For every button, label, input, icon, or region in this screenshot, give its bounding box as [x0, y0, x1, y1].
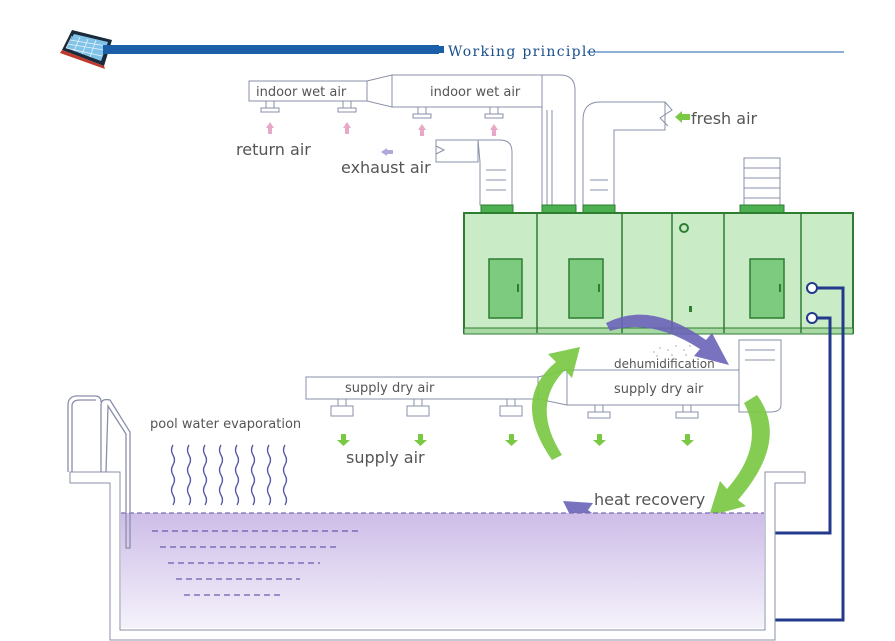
dehumidification-label: dehumidification [614, 357, 715, 371]
rooftop-fan [743, 157, 781, 207]
header: Working principle [60, 30, 844, 69]
return-air-duct [248, 74, 576, 206]
return-air-label: return air [236, 140, 311, 159]
water-ripples [152, 530, 360, 596]
exhaust-air-duct [435, 139, 513, 206]
indoor-wet-air-label-left: indoor wet air [256, 85, 347, 100]
supply-dry-air-label-left: supply dry air [345, 381, 435, 396]
supply-dry-air-label-right: supply dry air [614, 382, 704, 397]
supply-cycle-arrow-right [709, 395, 770, 516]
fresh-air-arrow-icon [675, 111, 690, 123]
sensor-icon [679, 223, 689, 233]
return-air-arrows [266, 122, 498, 136]
exhaust-arrow-icon [381, 148, 393, 156]
header-bar [103, 45, 439, 54]
heat-recovery-label: heat recovery [594, 490, 705, 509]
supply-cycle-arrow-left [531, 347, 580, 460]
unit-access-doors [488, 258, 785, 319]
exhaust-air-label: exhaust air [341, 158, 431, 177]
heat-recovery-pipes [765, 286, 845, 622]
dehumidification-droplets [653, 345, 691, 357]
indoor-wet-air-label-right: indoor wet air [430, 85, 521, 100]
supply-air-arrows [337, 434, 694, 446]
fresh-air-duct [582, 101, 673, 206]
pool-water-evaporation-label: pool water evaporation [150, 417, 301, 432]
header-title: Working principle [448, 44, 597, 60]
supply-air-label: supply air [346, 448, 425, 467]
supply-air-duct [305, 339, 782, 419]
swimming-pool [69, 471, 806, 641]
air-handling-unit [463, 212, 854, 335]
fresh-air-label: fresh air [691, 109, 758, 128]
duct-collars [480, 204, 785, 214]
evaporation-waves-icon [170, 444, 288, 506]
filter-logo-icon [60, 30, 112, 69]
dehumidification-cycle-arrow [606, 314, 729, 365]
pool-ladder [67, 395, 131, 549]
